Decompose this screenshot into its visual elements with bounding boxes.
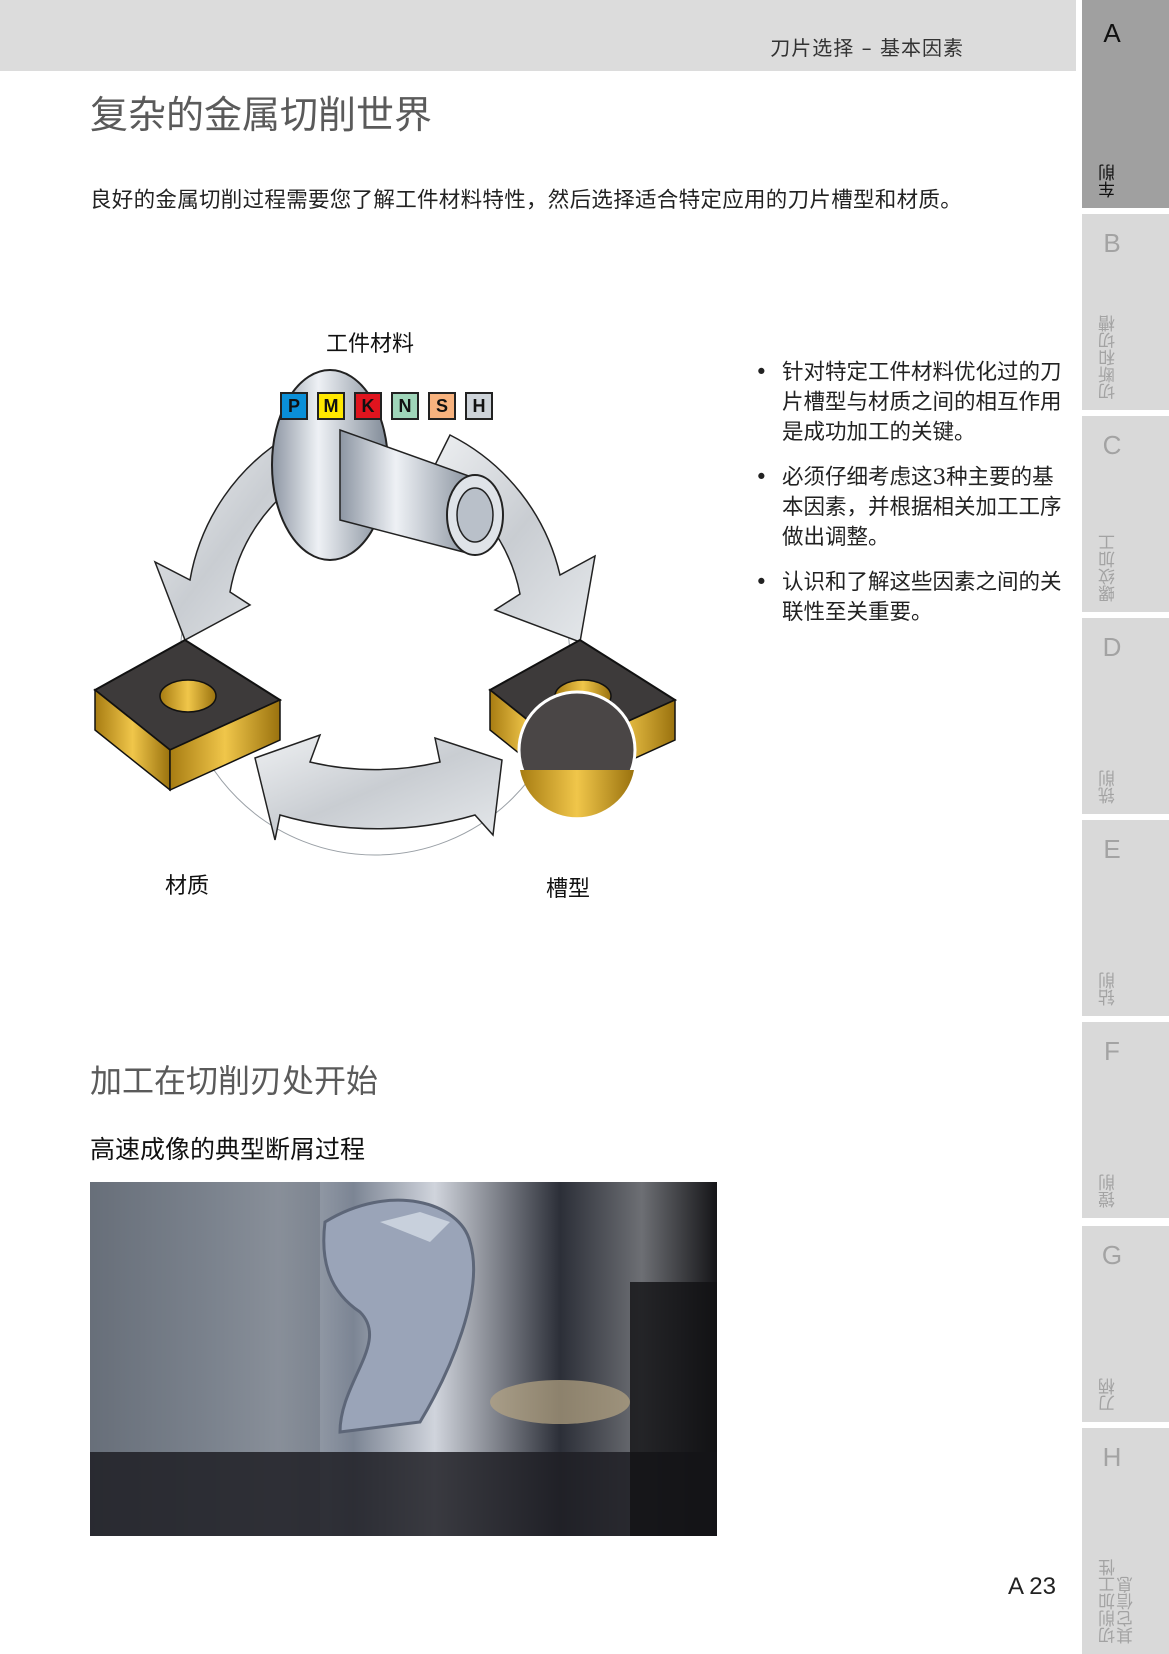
chapter-tab-h[interactable]: H 切削加工性 其它信息 <box>1082 1428 1169 1654</box>
intro-paragraph: 良好的金属切削过程需要您了解工件材料特性，然后选择适合特定应用的刀片槽型和材质。 <box>90 188 963 213</box>
page-number: A 23 <box>1007 1573 1056 1600</box>
chapter-tabs: A 车削 B 切断和切槽 C 螺纹加工 D 铣削 E 钻削 F 镗削 G 刀柄 H 切削加工性 其它信息 <box>1082 0 1169 1654</box>
iso-badge-m: M <box>317 392 345 420</box>
iso-badge-p: P <box>280 392 308 420</box>
label-geometry: 槽型 <box>546 877 591 902</box>
header-band: 刀片选择 – 基本因素 <box>0 0 1076 71</box>
chapter-tab-b[interactable]: B 切断和切槽 <box>1082 214 1169 410</box>
chapter-tab-c[interactable]: C 螺纹加工 <box>1082 416 1169 612</box>
chapter-tab-label: 车削 <box>1099 164 1119 198</box>
bullet-item: 针对特定工件材料优化过的刀片槽型与材质之间的相互作用是成功加工的关键。 <box>752 358 1062 448</box>
iso-badge-k: K <box>354 392 382 420</box>
chapter-tab-letter: C <box>1102 430 1122 460</box>
label-workpiece-material: 工件材料 <box>326 332 415 357</box>
iso-badge-s: S <box>428 392 456 420</box>
chapter-tab-label: 镗削 <box>1099 1174 1119 1208</box>
chapter-tab-letter: H <box>1102 1442 1122 1472</box>
chapter-tab-label: 刀柄 <box>1099 1378 1119 1412</box>
subsection-title: 高速成像的典型断屑过程 <box>90 1135 366 1164</box>
chapter-tab-label: 切断和切槽 <box>1099 315 1119 400</box>
chip-photo-illustration <box>90 1182 717 1536</box>
chapter-tab-d[interactable]: D 铣削 <box>1082 618 1169 814</box>
chapter-tab-a[interactable]: A 车削 <box>1082 0 1169 208</box>
header-title: 刀片选择 – 基本因素 <box>770 36 964 60</box>
bullet-item: 认识和了解这些因素之间的关联性至关重要。 <box>752 568 1062 628</box>
chapter-tab-f[interactable]: F 镗削 <box>1082 1022 1169 1218</box>
label-grade: 材质 <box>165 874 210 899</box>
chapter-tab-letter: F <box>1104 1036 1120 1066</box>
chapter-tab-label: 切削加工性 其它信息 <box>1099 1559 1137 1644</box>
chapter-tab-label: 螺纹加工 <box>1099 534 1119 602</box>
iso-badge-h: H <box>465 392 493 420</box>
key-points-list: 针对特定工件材料优化过的刀片槽型与材质之间的相互作用是成功加工的关键。 必须仔细… <box>752 358 1062 643</box>
chapter-tab-letter: A <box>1103 18 1121 48</box>
chapter-tab-e[interactable]: E 钻削 <box>1082 820 1169 1016</box>
iso-badge-n: N <box>391 392 419 420</box>
section-title: 加工在切削刃处开始 <box>90 1062 379 1100</box>
chapter-tab-letter: G <box>1101 1240 1123 1270</box>
three-factor-diagram: 工件材料 <box>90 330 730 950</box>
chapter-tab-g[interactable]: G 刀柄 <box>1082 1226 1169 1422</box>
chapter-tab-letter: B <box>1103 228 1121 258</box>
bullet-item: 必须仔细考虑这3种主要的基本因素，并根据相关加工工序做出调整。 <box>752 463 1062 553</box>
chapter-tab-label: 铣削 <box>1099 770 1119 804</box>
chapter-tab-label: 钻削 <box>1099 972 1119 1006</box>
chip-breaking-photo <box>90 1182 717 1536</box>
page-title: 复杂的金属切削世界 <box>90 93 433 137</box>
chapter-tab-letter: D <box>1102 632 1122 662</box>
chapter-tab-letter: E <box>1103 834 1121 864</box>
